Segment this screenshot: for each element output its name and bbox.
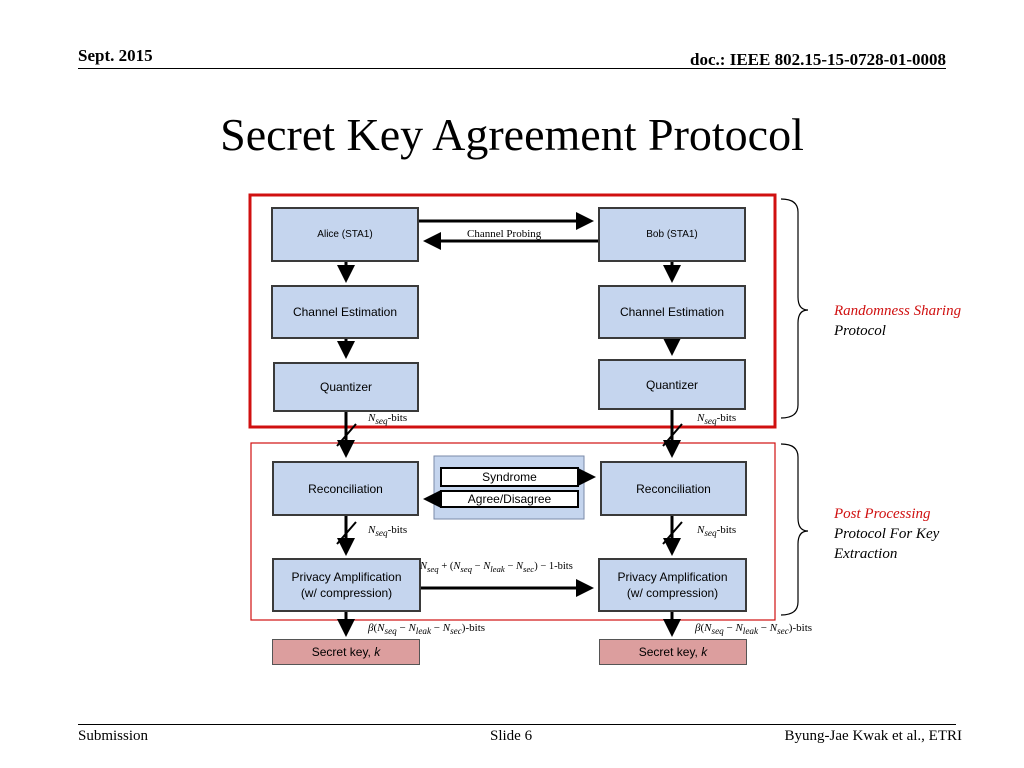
bus-slash: [662, 423, 683, 447]
bob-secret-key-box: Secret key, k: [599, 639, 747, 665]
bus-slash: [662, 521, 683, 545]
bob-reconciliation-bits-label: Nseq-bits: [697, 524, 737, 539]
bob-key-bits-label: β(Nseq − Nleak − Nsec)-bits: [695, 622, 813, 637]
alice-box: Alice (STA1): [271, 207, 419, 262]
privacy-exchange-bits-label: Nseq + (Nseq − Nleak − Nsec) − 1-bits: [420, 561, 573, 575]
bits-suffix: -bits: [716, 524, 737, 536]
post-line2: Protocol For Key: [834, 526, 940, 542]
randomness-line1: Randomness Sharing: [834, 303, 962, 319]
footer-rule: [78, 724, 956, 725]
alice-secret-key-box: Secret key, k: [272, 639, 420, 665]
syndrome-panel: [433, 455, 585, 520]
randomness-sharing-frame: [248, 193, 777, 429]
slide-title: Secret Key Agreement Protocol: [220, 109, 804, 160]
alice-privacy-amplification-box: Privacy Amplification (w/ compression): [272, 558, 421, 612]
secret-key-var: k: [701, 645, 708, 659]
randomness-bracket: [780, 198, 809, 419]
randomness-line2: Protocol: [834, 323, 886, 339]
alice-quantizer-bits-label: Nseq-bits: [368, 412, 408, 427]
bits-suffix: -bits: [465, 622, 486, 634]
bits-suffix: -bits: [716, 412, 737, 424]
bits-suffix: -bits: [387, 412, 408, 424]
secret-key-var: k: [374, 645, 381, 659]
bits-suffix: -bits: [387, 524, 408, 536]
privacy-line1: Privacy Amplification: [291, 570, 402, 584]
footer-submission: Submission: [78, 728, 149, 744]
bob-privacy-amplification-box: Privacy Amplification (w/ compression): [598, 558, 747, 612]
post-line3: Extraction: [834, 546, 898, 562]
footer-authors: Byung-Jae Kwak et al., ETRI: [784, 728, 962, 744]
agree-disagree-box: Agree/Disagree: [440, 490, 579, 508]
alice-reconciliation-box: Reconciliation: [272, 461, 419, 516]
privacy-line2: (w/ compression): [626, 586, 719, 600]
footer-slide-number: Slide 6: [490, 728, 533, 744]
alice-key-bits-label: β(Nseq − Nleak − Nsec)-bits: [368, 622, 486, 637]
bob-channel-estimation-box: Channel Estimation: [598, 285, 746, 339]
channel-probing-label: Channel Probing: [467, 228, 542, 240]
post-line1: Post Processing: [834, 506, 931, 522]
bob-box: Bob (STA1): [598, 207, 746, 262]
header-doc-id: doc.: IEEE 802.15-15-0728-01-0008: [690, 50, 946, 69]
secret-key-label: Secret key,: [638, 645, 698, 659]
bob-quantizer-bits-label: Nseq-bits: [697, 412, 737, 427]
bob-reconciliation-box: Reconciliation: [600, 461, 747, 516]
alice-reconciliation-bits-label: Nseq-bits: [368, 524, 408, 539]
alice-channel-estimation-box: Channel Estimation: [271, 285, 419, 339]
header-date: Sept. 2015: [78, 46, 153, 65]
alice-quantizer-box: Quantizer: [273, 362, 419, 412]
one-bits-suffix: − 1-bits: [537, 561, 573, 572]
bob-quantizer-box: Quantizer: [598, 359, 746, 410]
bus-slash: [336, 521, 357, 545]
bits-suffix: -bits: [792, 622, 813, 634]
privacy-line1: Privacy Amplification: [617, 570, 728, 584]
header-rule: [78, 68, 946, 69]
post-processing-bracket: [780, 443, 809, 616]
syndrome-box: Syndrome: [440, 467, 579, 487]
privacy-line2: (w/ compression): [300, 586, 393, 600]
post-processing-label: Post Processing Protocol For Key Extract…: [834, 504, 939, 564]
bus-slash: [336, 423, 357, 447]
randomness-sharing-label: Randomness Sharing Protocol: [834, 301, 961, 341]
secret-key-label: Secret key,: [311, 645, 371, 659]
post-processing-frame: [250, 442, 776, 621]
